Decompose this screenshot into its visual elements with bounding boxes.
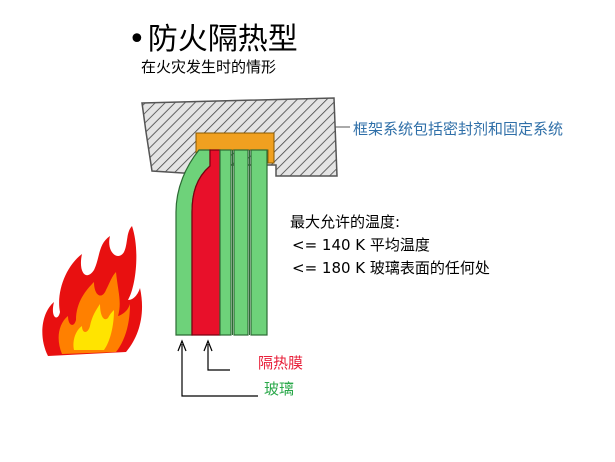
glass-pane-4 — [250, 149, 268, 336]
glass-pane-3 — [233, 149, 249, 336]
glass-pane-2 — [219, 149, 232, 336]
film-label: 隔热膜 — [258, 354, 304, 372]
arrow-up-icon — [177, 339, 258, 397]
arrow-up-icon — [203, 339, 230, 371]
frame-system-label: 框架系统包括密封剂和固定系统 — [353, 120, 564, 138]
title-bullet: • — [128, 22, 146, 57]
subtitle: 在火灾发生时的情形 — [141, 58, 277, 76]
flame-icon — [42, 226, 143, 356]
page-title: •防火隔热型 — [128, 14, 298, 58]
temperature-notes: 最大允许的温度: <= 140 K 平均温度 <= 180 K 玻璃表面的任何处 — [290, 211, 490, 280]
temperature-line-average: <= 140 K 平均温度 — [292, 236, 430, 254]
title-text: 防火隔热型 — [147, 22, 298, 57]
intumescent-film — [191, 149, 221, 336]
temperature-line-surface: <= 180 K 玻璃表面的任何处 — [292, 259, 490, 277]
glass-label: 玻璃 — [264, 380, 295, 398]
temperature-heading: 最大允许的温度: — [290, 213, 401, 231]
